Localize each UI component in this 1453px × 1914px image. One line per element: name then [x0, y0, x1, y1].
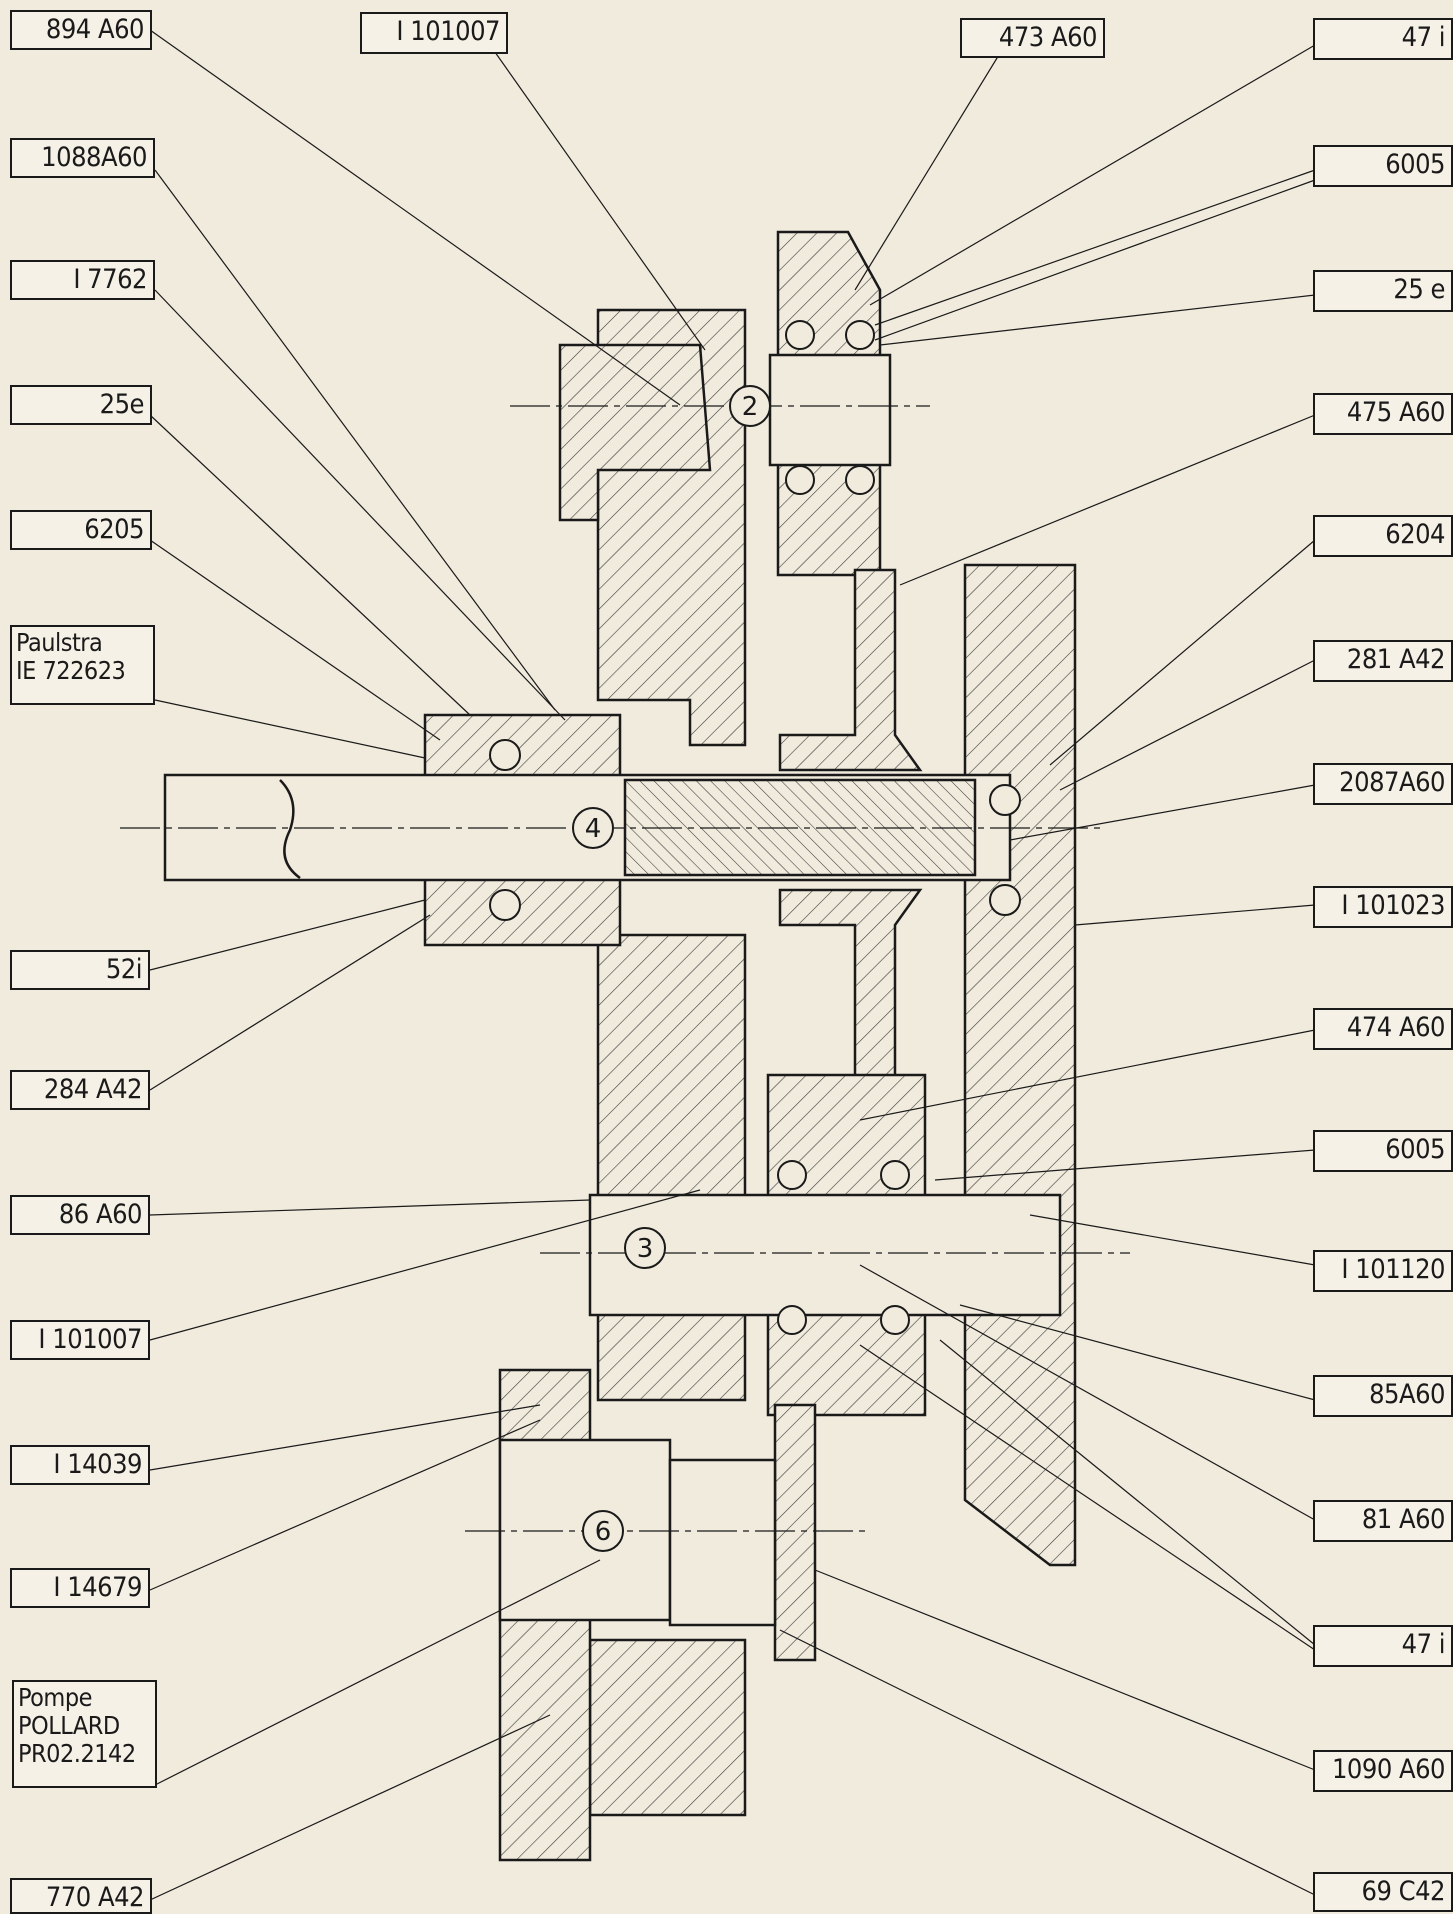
label-2087a60: 2087A60: [1313, 763, 1453, 805]
label-i101007-left: I 101007: [10, 1320, 150, 1360]
label-i7762: I 7762: [10, 260, 155, 300]
shaft-4-marker: [572, 807, 614, 849]
label-i101023: I 101023: [1313, 886, 1453, 928]
shaft-2-number: 2: [742, 392, 759, 422]
label-i101120: I 101120: [1313, 1250, 1453, 1292]
label-86a60: 86 A60: [10, 1195, 150, 1235]
leader-lines: [149, 29, 1316, 1901]
label-475a60: 475 A60: [1313, 393, 1453, 435]
label-i14039: I 14039: [10, 1445, 150, 1485]
label-47i-bottom: 47 i: [1313, 1625, 1453, 1667]
label-25e-right: 25 e: [1313, 270, 1453, 312]
shaft-number-markers: [572, 385, 771, 1552]
shaft-6-number: 6: [595, 1517, 612, 1547]
label-6005-mid: 6005: [1313, 1130, 1453, 1172]
label-81a60: 81 A60: [1313, 1500, 1453, 1542]
label-1090a60: 1090 A60: [1313, 1750, 1453, 1792]
label-770a42: 770 A42: [10, 1878, 152, 1914]
bearings: [489, 320, 1021, 1335]
label-894a60: 894 A60: [10, 10, 152, 50]
label-473a60: 473 A60: [960, 18, 1105, 58]
label-i101007-top: I 101007: [360, 12, 508, 54]
label-85a60: 85A60: [1313, 1375, 1453, 1417]
label-6205: 6205: [10, 510, 152, 550]
shaft-4-number: 4: [585, 814, 602, 844]
shaft-3-marker: [624, 1227, 666, 1269]
shaft-6-marker: [582, 1510, 624, 1552]
label-52i: 52i: [10, 950, 150, 990]
shaft-2-marker: [729, 385, 771, 427]
label-1088a60: 1088A60: [10, 138, 155, 178]
label-i14679: I 14679: [10, 1568, 150, 1608]
label-284a42: 284 A42: [10, 1070, 150, 1110]
label-25e-left: 25e: [10, 385, 152, 425]
label-281a42: 281 A42: [1313, 640, 1453, 682]
label-6005-top: 6005: [1313, 145, 1453, 187]
label-474a60: 474 A60: [1313, 1008, 1453, 1050]
label-69c42: 69 C42: [1313, 1872, 1453, 1912]
label-47i-top: 47 i: [1313, 18, 1453, 60]
label-6204: 6204: [1313, 515, 1453, 557]
shaft-3-number: 3: [637, 1234, 654, 1264]
